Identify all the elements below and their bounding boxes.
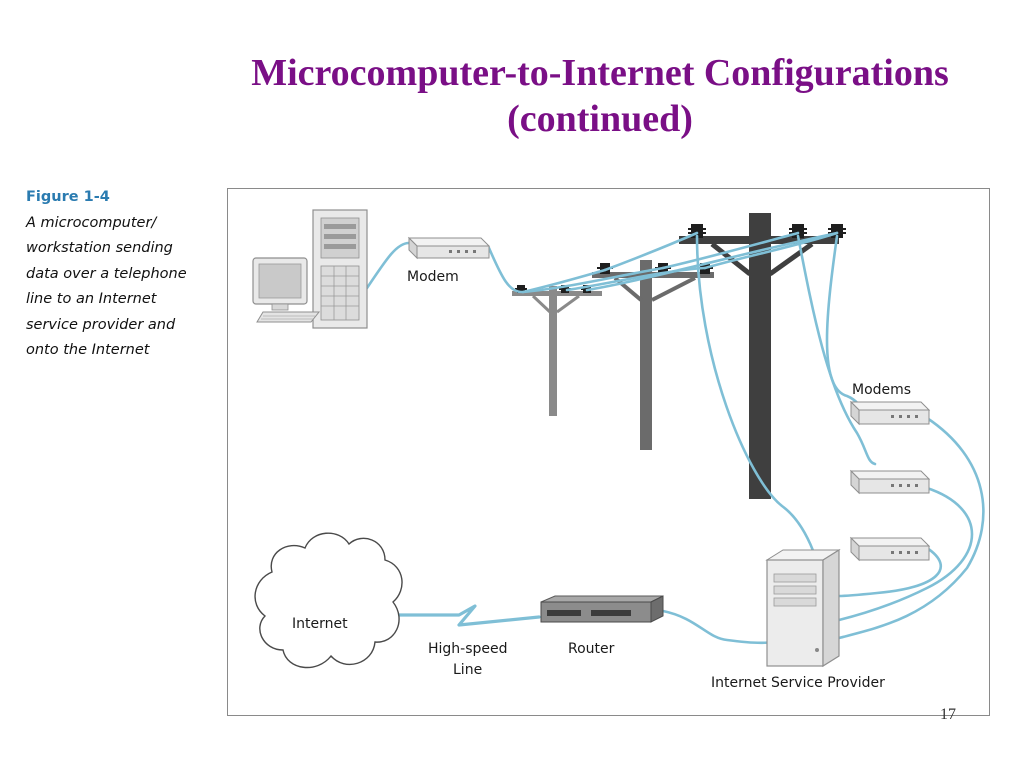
slide-title-line-2: (continued) — [507, 98, 693, 140]
monitor — [252, 257, 308, 311]
slide-title: Microcomputer-to-Internet Configurations… — [170, 50, 1024, 142]
telephone-cables — [365, 231, 985, 645]
internet-label: Internet — [292, 616, 348, 632]
modem-unit-3 — [849, 536, 931, 562]
pole-small — [512, 286, 602, 416]
figure-caption: Figure 1-4 A microcomputer/ workstation … — [26, 185, 216, 364]
high-speed-label-line-2: Line — [453, 662, 482, 678]
caption-line-2: workstation sending — [26, 240, 173, 256]
modems-stack — [849, 400, 931, 562]
internet-cloud — [254, 532, 403, 669]
caption-line-4: line to an Internet — [26, 291, 157, 307]
caption-line-6: onto the Internet — [26, 342, 150, 358]
modem-label: Modem — [407, 269, 459, 285]
telephone-poles — [512, 213, 846, 499]
caption-line-1: A microcomputer/ — [26, 214, 157, 231]
figure-number: Figure 1-4 — [26, 189, 110, 205]
router-label: Router — [568, 641, 615, 657]
slide-title-line-1: Microcomputer-to-Internet Configurations — [251, 52, 949, 94]
isp-label: Internet Service Provider — [711, 675, 885, 691]
pole-large — [679, 213, 839, 499]
high-speed-line — [391, 604, 541, 627]
modem-unit-2 — [849, 469, 931, 495]
keyboard — [256, 311, 321, 323]
caption-line-5: service provider and — [26, 316, 176, 333]
tower-computer — [312, 209, 368, 329]
caption-line-3: data over a telephone — [26, 265, 187, 282]
isp-server — [765, 548, 841, 668]
pole-medium — [592, 260, 714, 450]
modem-unit-1 — [849, 400, 931, 426]
page-number: 17 — [940, 706, 956, 723]
modems-label: Modems — [852, 382, 911, 398]
router-device — [540, 595, 664, 623]
network-diagram: Modem Modems Internet Servi — [252, 209, 985, 691]
modem-device — [407, 236, 491, 260]
high-speed-label-line-1: High-speed — [428, 641, 508, 657]
workstation — [252, 209, 368, 329]
